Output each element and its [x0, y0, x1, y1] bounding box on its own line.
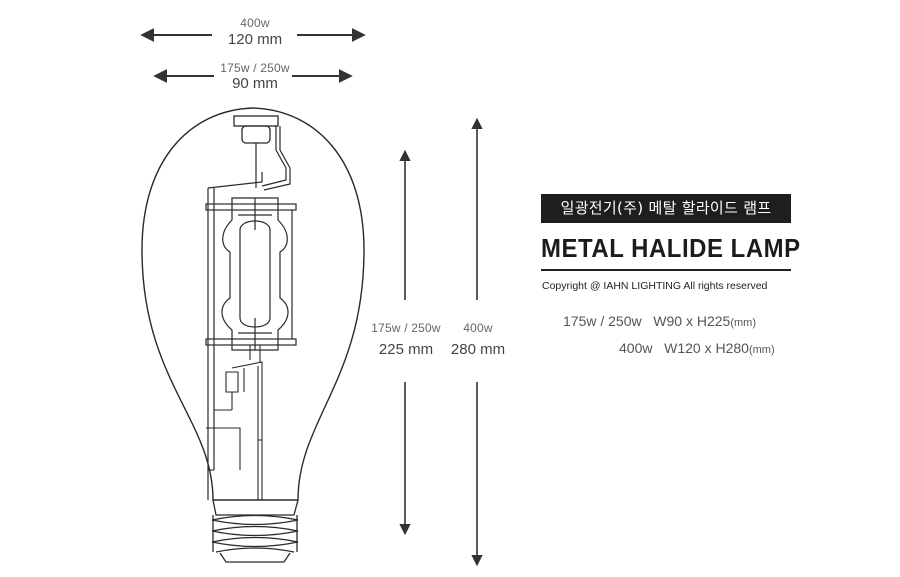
- title-rule: [541, 269, 791, 271]
- internal-frame: [205, 126, 297, 500]
- spec-2-unit: (mm): [748, 344, 775, 356]
- spec-1-size: W90 x H225: [653, 313, 731, 329]
- height-tall-wattage: 400w: [463, 321, 493, 335]
- copyright-text: Copyright @ IAHN LIGHTING All rights res…: [542, 280, 768, 292]
- width-bottom-wattage: 175w / 250w: [220, 61, 290, 75]
- arc-tube: [221, 197, 289, 351]
- spec-row-1: 175w / 250w W90 x H225(mm): [563, 313, 756, 329]
- width-top-wattage: 400w: [240, 16, 270, 30]
- width-top-value: 120 mm: [227, 31, 283, 48]
- spec-1-wattage: 175w / 250w: [563, 313, 642, 329]
- screw-base: [211, 499, 299, 563]
- product-title: METAL HALIDE LAMP: [541, 233, 801, 263]
- bulb-glass: [141, 107, 365, 501]
- height-short-wattage: 175w / 250w: [371, 321, 441, 335]
- top-stub: [233, 115, 279, 144]
- spec-2-wattage: 400w: [619, 340, 653, 356]
- spec-1-unit: (mm): [730, 317, 756, 329]
- width-bottom-value: 90 mm: [232, 75, 278, 92]
- width-arrows: [140, 28, 366, 83]
- height-tall-value: 280 mm: [450, 341, 506, 358]
- spec-2-size: W120 x H280: [664, 340, 749, 356]
- height-arrows: [399, 117, 483, 567]
- height-short-value: 225 mm: [378, 341, 434, 358]
- korean-label-badge: 일광전기(주) 메탈 할라이드 램프: [541, 194, 791, 223]
- spec-row-2: 400w W120 x H280(mm): [619, 340, 775, 356]
- lower-wiring: [206, 345, 263, 500]
